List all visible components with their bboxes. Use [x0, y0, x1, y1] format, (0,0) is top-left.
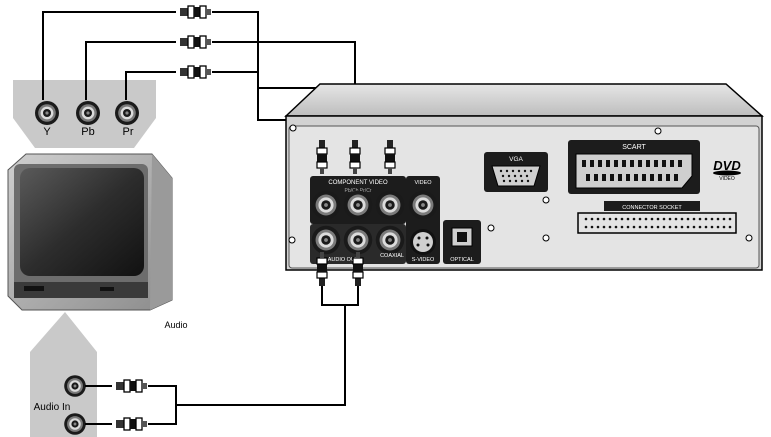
- dvd-logo-text: DVD: [713, 158, 741, 173]
- svideo-jack[interactable]: [410, 229, 436, 255]
- pb-jack[interactable]: [76, 101, 100, 125]
- rca-plug-pb: [179, 35, 212, 49]
- audio-caption: Audio: [164, 320, 187, 330]
- component-pb-jack[interactable]: [343, 190, 373, 220]
- connector-socket-label: CONNECTOR SOCKET: [622, 205, 682, 211]
- audio-out-label: AUDIO OUT: [328, 257, 359, 263]
- optical-label: OPTICAL: [450, 257, 474, 263]
- vga-connector[interactable]: VGA: [484, 152, 548, 192]
- optical-jack[interactable]: [451, 227, 473, 247]
- coaxial-jack[interactable]: [375, 225, 405, 255]
- component-y-jack[interactable]: [311, 190, 341, 220]
- pr-jack[interactable]: [115, 101, 139, 125]
- audio-out-left-jack[interactable]: [311, 225, 341, 255]
- coaxial-label: COAXIAL: [380, 253, 404, 259]
- pr-label: Pr: [123, 126, 134, 138]
- rca-plug-audio-left: [115, 379, 148, 393]
- tv-screen: [20, 168, 144, 276]
- audio-right-jack[interactable]: [64, 413, 86, 435]
- component-video-label: COMPONENT VIDEO: [328, 180, 388, 186]
- dvd-logo-sub: VIDEO: [719, 176, 735, 182]
- rca-plug-y: [179, 5, 212, 19]
- audio-cables: [85, 285, 359, 425]
- rca-plug-audio-right: [115, 417, 148, 431]
- scart-label: SCART: [622, 144, 646, 151]
- dvd-player: COMPONENT VIDEO Pb/Cb Pr/Cr AUDIO OUT CO…: [284, 83, 764, 271]
- audio-left-jack[interactable]: [64, 375, 86, 397]
- audio-input-panel: Audio In: [30, 312, 97, 437]
- scart-connector[interactable]: SCART: [568, 140, 700, 194]
- av-connector-panel: COMPONENT VIDEO Pb/Cb Pr/Cr AUDIO OUT CO…: [310, 176, 481, 264]
- rca-plug-pr: [179, 65, 212, 79]
- television: [7, 153, 173, 311]
- svideo-label: S-VIDEO: [412, 257, 435, 263]
- vga-label: VGA: [509, 156, 523, 163]
- composite-video-jack[interactable]: [408, 190, 438, 220]
- tv-video-input-panel: Y Pb Pr: [13, 80, 156, 148]
- component-pr-jack[interactable]: [375, 190, 405, 220]
- audio-in-label: Audio In: [34, 402, 71, 413]
- y-label: Y: [43, 126, 51, 138]
- dvd-video-logo: DVD VIDEO: [713, 158, 741, 182]
- video-label: VIDEO: [414, 180, 432, 186]
- connector-socket[interactable]: CONNECTOR SOCKET: [577, 201, 737, 234]
- audio-out-right-jack[interactable]: [343, 225, 373, 255]
- pb-label: Pb: [81, 126, 94, 138]
- y-jack[interactable]: [35, 101, 59, 125]
